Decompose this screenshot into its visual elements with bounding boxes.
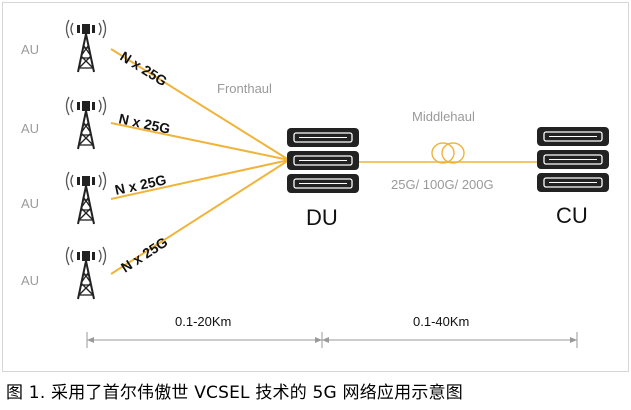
fronthaul-label: Fronthaul — [217, 81, 272, 96]
fiber-link-4 — [110, 159, 290, 275]
au-site-3: AU — [21, 171, 107, 225]
figure-caption: 图 1. 采用了首尔伟傲世 VCSEL 技术的 5G 网络应用示意图 — [6, 383, 463, 403]
fronthaul-fibers — [110, 48, 290, 275]
distance-label-fronthaul: 0.1-20Km — [175, 314, 231, 329]
fiber-link-2 — [110, 122, 290, 161]
au-site-4: AU — [21, 246, 107, 300]
distance-scale — [86, 332, 578, 348]
cell-tower-icon — [65, 19, 107, 73]
middlehaul-label: Middlehaul — [412, 109, 475, 124]
cu-server-icon — [536, 126, 610, 193]
cu-label: CU — [556, 203, 588, 228]
middlehaul-rates-label: 25G/ 100G/ 200G — [391, 177, 494, 192]
link-capacity-label: N x 25G — [118, 234, 171, 276]
fiber-link-3 — [110, 159, 290, 200]
au-label: AU — [21, 273, 39, 288]
distance-label-middlehaul: 0.1-40Km — [413, 314, 469, 329]
link-capacity-label: N x 25G — [117, 110, 171, 137]
au-label: AU — [21, 42, 39, 57]
fiber-coil-icon — [431, 142, 455, 164]
au-site-2: AU — [21, 96, 107, 150]
cell-tower-icon — [65, 96, 107, 150]
figure-frame: AU AU AU AU N x 25G N x 25G N x 25G N x … — [2, 2, 629, 372]
du-server-icon — [286, 127, 360, 194]
cell-tower-icon — [65, 246, 107, 300]
link-capacity-label: N x 25G — [113, 171, 167, 198]
cell-tower-icon — [65, 171, 107, 225]
au-label: AU — [21, 121, 39, 136]
au-label: AU — [21, 196, 39, 211]
network-diagram: AU AU AU AU N x 25G N x 25G N x 25G N x … — [21, 19, 610, 348]
au-site-1: AU — [21, 19, 107, 73]
du-label: DU — [306, 205, 338, 230]
middlehaul-fiber — [359, 142, 537, 164]
fiber-link-1 — [110, 48, 290, 161]
link-capacity-label: N x 25G — [117, 48, 170, 89]
